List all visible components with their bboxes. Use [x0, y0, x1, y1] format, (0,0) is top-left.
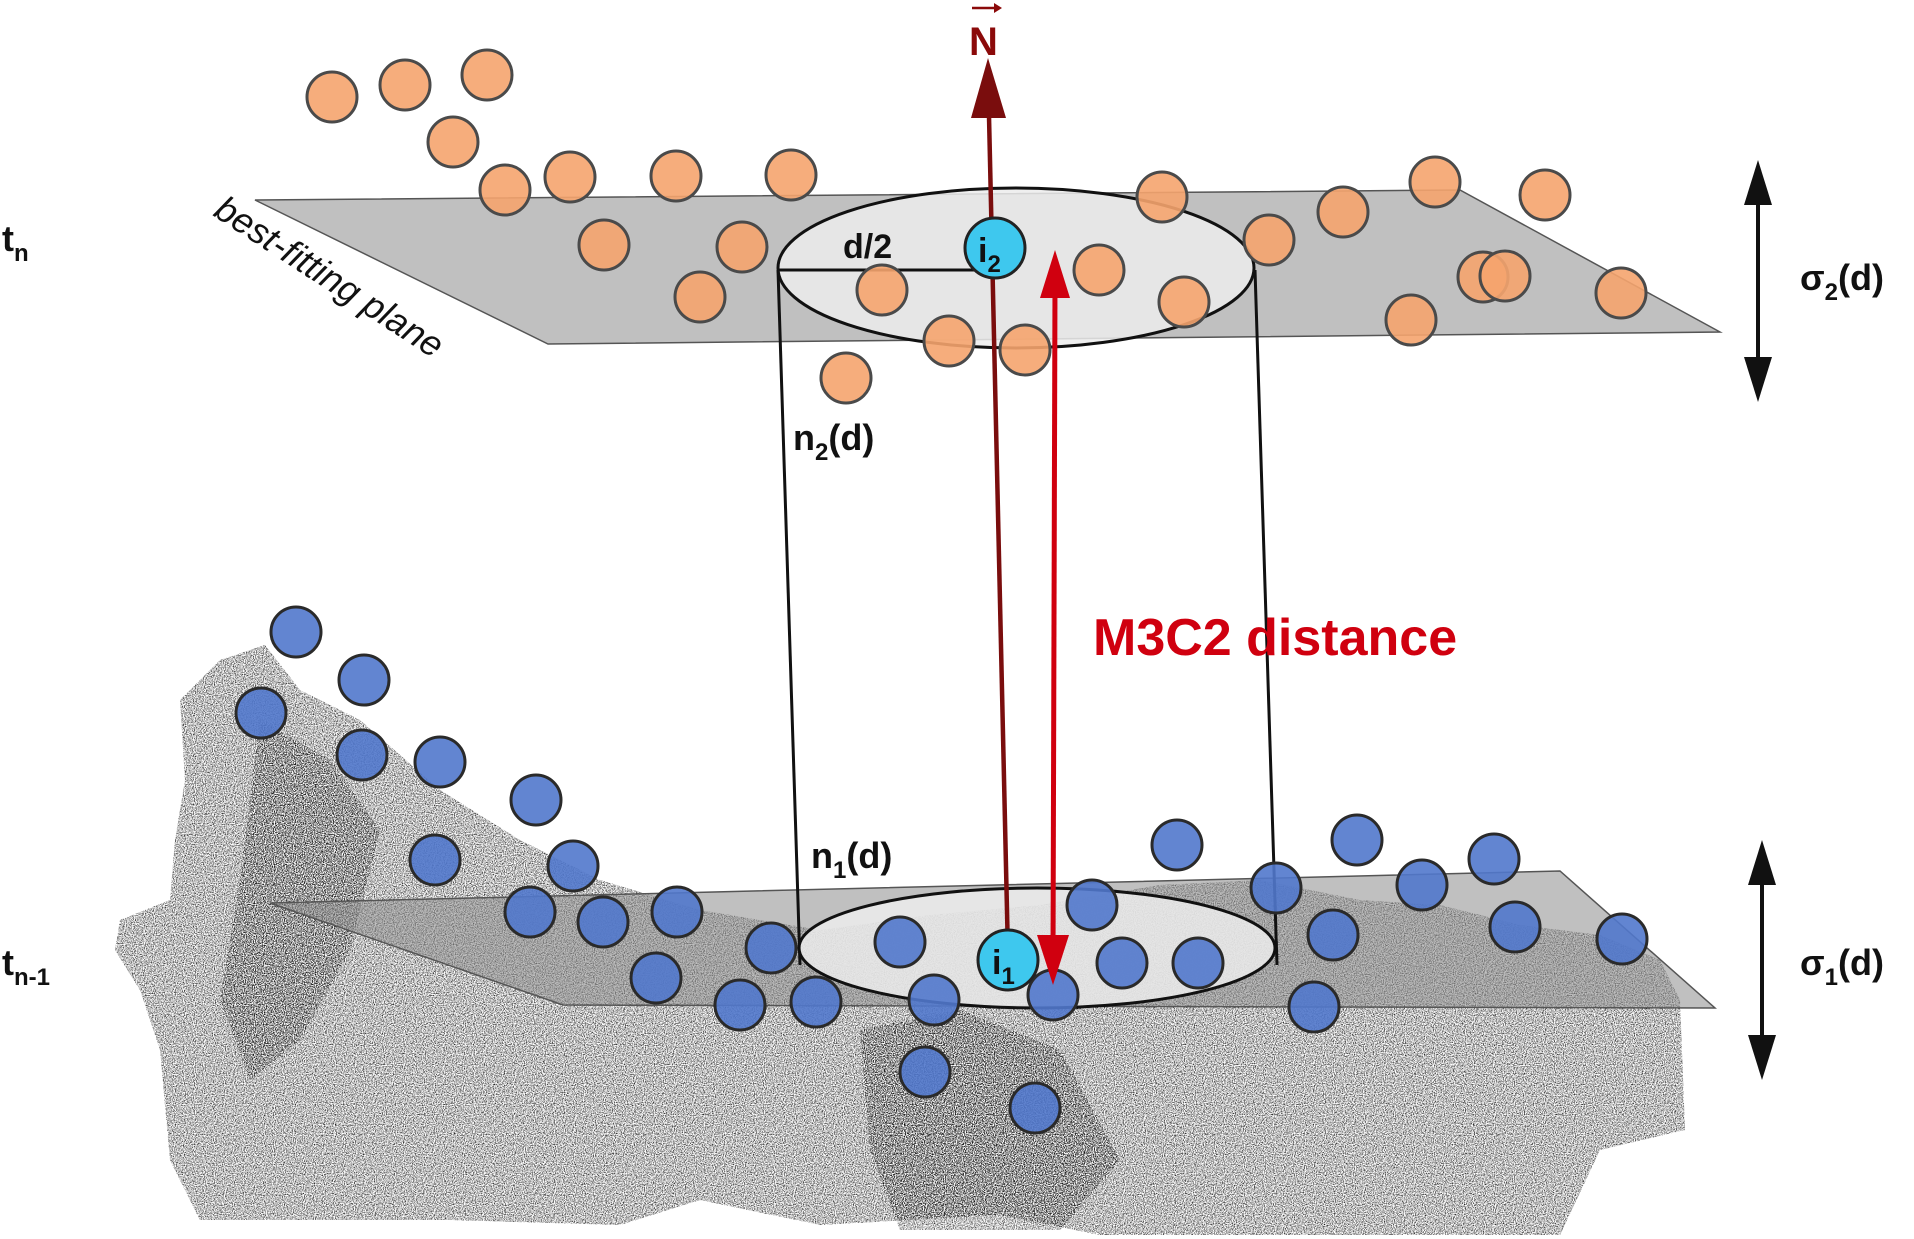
i2-sub: 2: [987, 251, 1000, 278]
normal-label: N: [969, 3, 1002, 64]
distance-arrowhead-bottom: [1037, 935, 1069, 985]
orange-points: [305, 48, 1648, 405]
n1-label: n1(d): [811, 835, 892, 884]
epoch-tn1-label: tn-1: [2, 942, 50, 991]
distance-arrowhead-top: [1040, 250, 1070, 298]
i1-label: i: [992, 944, 1001, 982]
i1-sub: 1: [1001, 963, 1014, 990]
sigma1-arrow: [1748, 840, 1776, 1080]
svg-text:i2: i2: [978, 232, 1001, 278]
core-point-i2: i2: [963, 216, 1027, 280]
distance-arrow: [1050, 282, 1058, 961]
blue-points: [234, 605, 1649, 1135]
epoch-tn-label: tn: [2, 218, 29, 267]
normal-arrowhead: [971, 58, 1006, 118]
n2-label: n2(d): [793, 417, 874, 466]
d-half-label: d/2: [843, 228, 892, 266]
core-point-i1: i1: [976, 928, 1040, 992]
svg-text:i1: i1: [992, 944, 1015, 990]
i2-label: i: [978, 232, 987, 270]
m3c2-distance-label: M3C2 distance: [1093, 609, 1457, 667]
sigma1-label: σ1(d): [1800, 942, 1884, 991]
normal-text: N: [969, 20, 998, 64]
sigma2-arrow: [1744, 160, 1772, 402]
sigma2-label: σ2(d): [1800, 257, 1884, 306]
